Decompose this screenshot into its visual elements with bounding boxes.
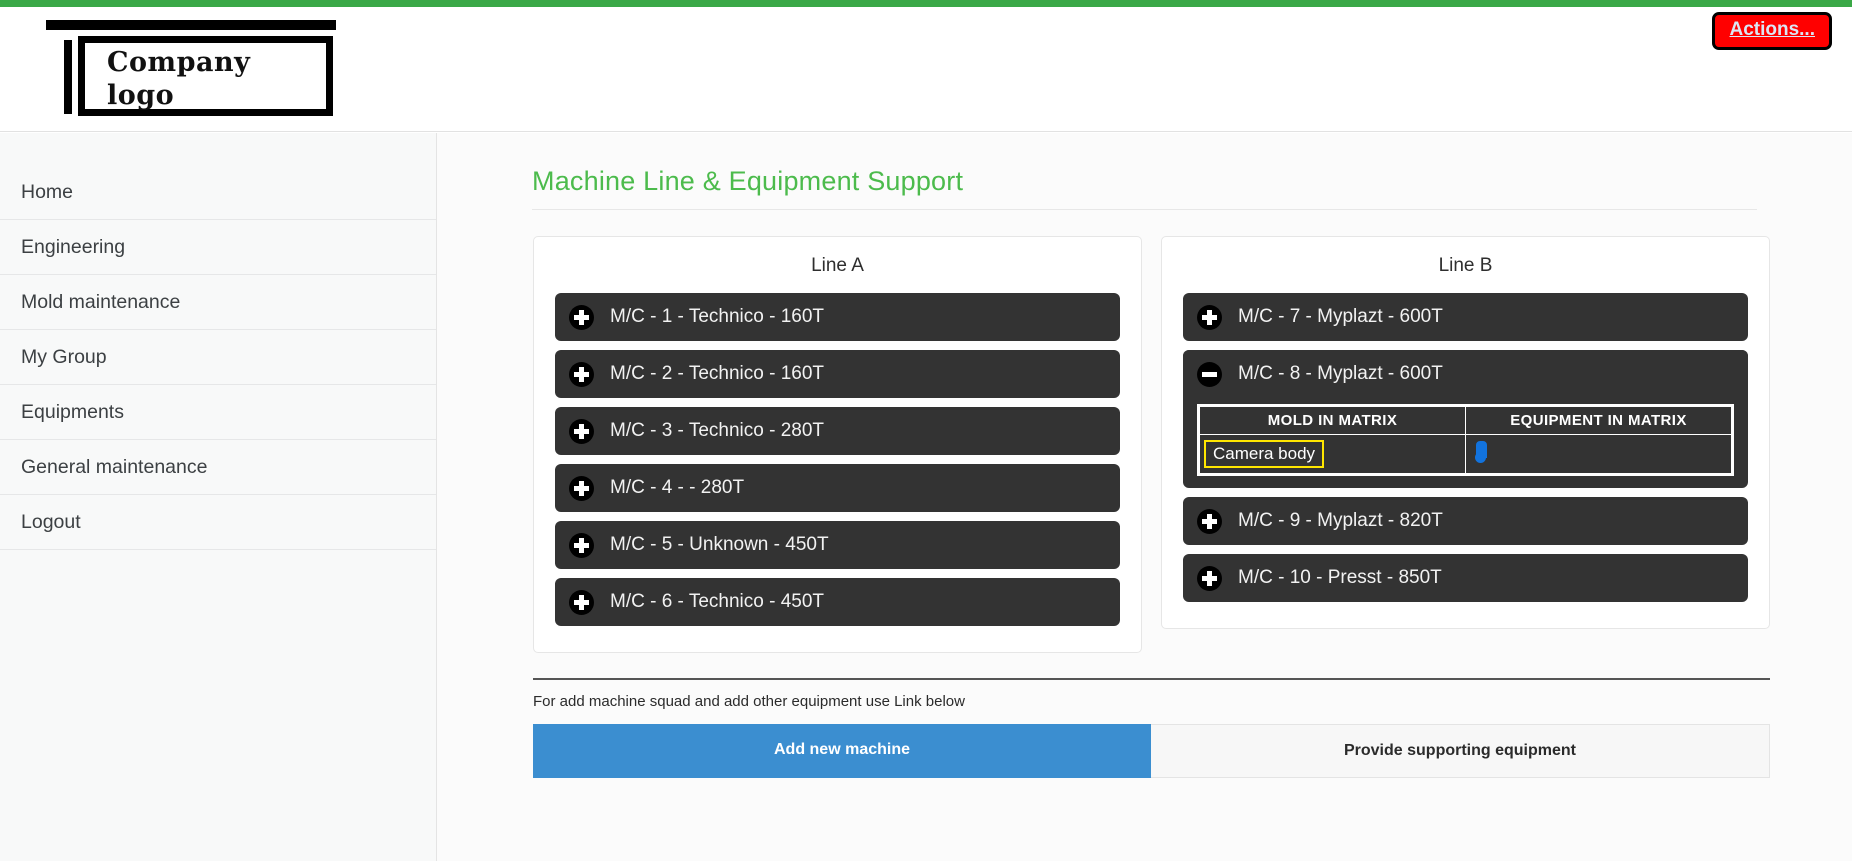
provide-supporting-equipment-button[interactable]: Provide supporting equipment bbox=[1151, 724, 1770, 778]
sidebar-nav: Home Engineering Mold maintenance My Gro… bbox=[0, 133, 437, 861]
machine-lines-row: Line A M/C - 1 - Technico - 160T M/C - 2… bbox=[533, 236, 1770, 653]
sidebar-item-home[interactable]: Home bbox=[0, 165, 436, 220]
plus-icon[interactable] bbox=[569, 532, 594, 558]
sidebar-item-equipments[interactable]: Equipments bbox=[0, 385, 436, 440]
sidebar-item-mold-maintenance[interactable]: Mold maintenance bbox=[0, 275, 436, 330]
logo-text-line1: Company bbox=[107, 47, 251, 78]
matrix-header-mold: MOLD IN MATRIX bbox=[1199, 406, 1466, 435]
machine-row-mc3[interactable]: M/C - 3 - Technico - 280T bbox=[555, 407, 1120, 455]
add-new-machine-button[interactable]: Add new machine bbox=[533, 724, 1151, 778]
machine-label-mc7: M/C - 7 - Myplazt - 600T bbox=[1238, 306, 1443, 327]
logo-text: Company logo bbox=[107, 46, 327, 112]
machine-label-mc8: M/C - 8 - Myplazt - 600T bbox=[1238, 363, 1443, 384]
line-b-title: Line B bbox=[1438, 255, 1493, 276]
machine-label-mc5: M/C - 5 - Unknown - 450T bbox=[610, 534, 829, 555]
machine-row-mc8[interactable]: M/C - 8 - Myplazt - 600T bbox=[1183, 350, 1748, 398]
line-a-title: Line A bbox=[811, 255, 864, 276]
plus-icon[interactable] bbox=[569, 304, 594, 330]
main-content: Machine Line & Equipment Support Line A … bbox=[437, 133, 1852, 861]
plus-icon[interactable] bbox=[569, 589, 594, 615]
title-divider bbox=[532, 209, 1757, 210]
machine-label-mc10: M/C - 10 - Presst - 850T bbox=[1238, 567, 1442, 588]
sidebar-item-my-group[interactable]: My Group bbox=[0, 330, 436, 385]
machine-label-mc3: M/C - 3 - Technico - 280T bbox=[610, 420, 825, 441]
plus-icon[interactable] bbox=[1197, 304, 1222, 330]
footer-divider bbox=[533, 678, 1770, 680]
footer-button-group: Add new machine Provide supporting equip… bbox=[533, 724, 1770, 778]
matrix-header-equipment: EQUIPMENT IN MATRIX bbox=[1465, 406, 1732, 435]
machine-label-mc6: M/C - 6 - Technico - 450T bbox=[610, 591, 825, 612]
matrix-cell-mold[interactable]: Camera body bbox=[1199, 434, 1466, 474]
sidebar-item-general-maintenance[interactable]: General maintenance bbox=[0, 440, 436, 495]
matrix-table: MOLD IN MATRIX EQUIPMENT IN MATRIX Camer… bbox=[1199, 406, 1732, 474]
matrix-table-wrap: MOLD IN MATRIX EQUIPMENT IN MATRIX Camer… bbox=[1197, 404, 1734, 476]
line-card-a: Line A M/C - 1 - Technico - 160T M/C - 2… bbox=[533, 236, 1142, 653]
machine-row-mc7[interactable]: M/C - 7 - Myplazt - 600T bbox=[1183, 293, 1748, 341]
machine-row-mc1[interactable]: M/C - 1 - Technico - 160T bbox=[555, 293, 1120, 341]
machine-row-mc4[interactable]: M/C - 4 - - 280T bbox=[555, 464, 1120, 512]
matrix-header-row: MOLD IN MATRIX EQUIPMENT IN MATRIX bbox=[1199, 406, 1732, 435]
page-title: Machine Line & Equipment Support bbox=[532, 166, 964, 196]
sidebar-item-logout[interactable]: Logout bbox=[0, 495, 436, 550]
minus-icon[interactable] bbox=[1197, 361, 1222, 387]
plus-icon[interactable] bbox=[1197, 508, 1222, 534]
actions-button[interactable]: Actions... bbox=[1712, 12, 1832, 50]
machine-label-mc1: M/C - 1 - Technico - 160T bbox=[610, 306, 825, 327]
machine-row-mc5[interactable]: M/C - 5 - Unknown - 450T bbox=[555, 521, 1120, 569]
logo-side-bar bbox=[64, 40, 72, 114]
machine-row-mc9[interactable]: M/C - 9 - Myplazt - 820T bbox=[1183, 497, 1748, 545]
machine-row-mc10[interactable]: M/C - 10 - Presst - 850T bbox=[1183, 554, 1748, 602]
plus-icon[interactable] bbox=[569, 475, 594, 501]
thermometer-icon[interactable] bbox=[1475, 440, 1487, 463]
sidebar-item-engineering[interactable]: Engineering bbox=[0, 220, 436, 275]
company-logo: Company logo bbox=[32, 20, 342, 117]
matrix-row: Camera body bbox=[1199, 434, 1732, 474]
page-header: Company logo Actions... bbox=[0, 7, 1852, 132]
machine-label-mc4: M/C - 4 - - 280T bbox=[610, 477, 745, 498]
matrix-cell-equipment[interactable] bbox=[1465, 434, 1732, 474]
footer-note: For add machine squad and add other equi… bbox=[533, 693, 965, 710]
machine-row-mc2[interactable]: M/C - 2 - Technico - 160T bbox=[555, 350, 1120, 398]
machine-label-mc2: M/C - 2 - Technico - 160T bbox=[610, 363, 825, 384]
machine-label-mc9: M/C - 9 - Myplazt - 820T bbox=[1238, 510, 1443, 531]
logo-frame: Company logo bbox=[78, 36, 333, 116]
plus-icon[interactable] bbox=[1197, 565, 1222, 591]
machine-panel-mc8: M/C - 8 - Myplazt - 600T MOLD IN MATRIX … bbox=[1183, 350, 1748, 488]
plus-icon[interactable] bbox=[569, 418, 594, 444]
machine-row-mc6[interactable]: M/C - 6 - Technico - 450T bbox=[555, 578, 1120, 626]
plus-icon[interactable] bbox=[569, 361, 594, 387]
line-card-b: Line B M/C - 7 - Myplazt - 600T M/C - 8 … bbox=[1161, 236, 1770, 629]
top-accent-bar bbox=[0, 0, 1852, 7]
logo-shadow-bar bbox=[46, 20, 336, 30]
logo-text-line2: logo bbox=[107, 80, 175, 111]
mold-chip[interactable]: Camera body bbox=[1204, 440, 1325, 468]
